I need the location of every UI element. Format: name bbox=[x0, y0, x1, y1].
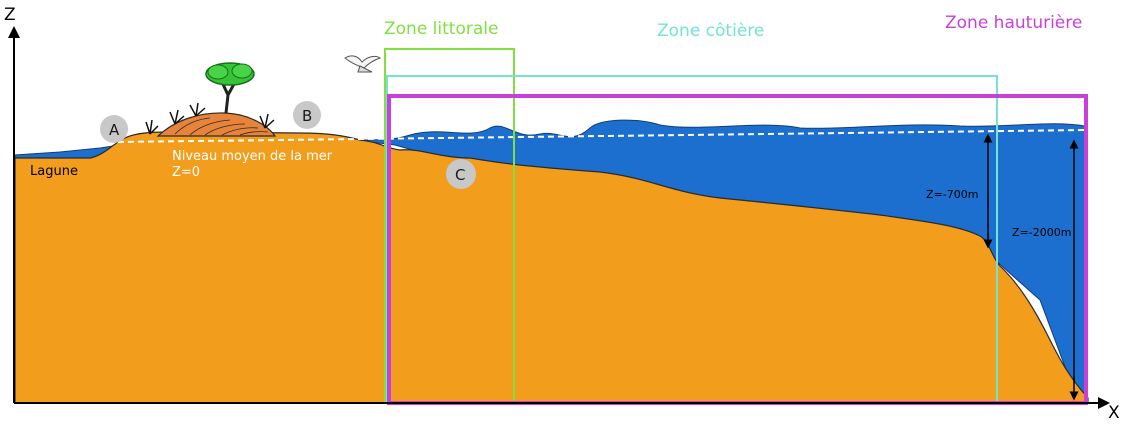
lagune-label: Lagune bbox=[30, 164, 78, 179]
sea-body bbox=[354, 119, 1088, 401]
marker-a-label: A bbox=[109, 121, 120, 139]
sea-level-line bbox=[117, 129, 1089, 143]
depth-2000-label: Z=-2000m bbox=[1012, 226, 1071, 239]
marker-b-label: B bbox=[302, 107, 312, 125]
land-profile bbox=[14, 131, 1089, 404]
dune-hatching bbox=[174, 117, 269, 136]
x-axis-label: X bbox=[1108, 403, 1120, 423]
depth-700-label: Z=-700m bbox=[926, 188, 978, 201]
grass-tuft-icon bbox=[145, 102, 275, 135]
sea-level-label: Niveau moyen de la mer bbox=[172, 149, 333, 164]
marker-b: B bbox=[293, 101, 321, 129]
zone-hauturiere-title: Zone hauturière bbox=[945, 13, 1082, 33]
marker-c: C bbox=[446, 159, 476, 189]
zone-cotiere-title: Zone côtière bbox=[657, 21, 764, 41]
marker-a: A bbox=[100, 115, 128, 143]
z-zero-label: Z=0 bbox=[172, 165, 200, 180]
z-axis-label: Z bbox=[4, 5, 16, 25]
zone-littorale-title: Zone littorale bbox=[384, 19, 498, 39]
marker-c-label: C bbox=[455, 166, 465, 184]
seagull-icon bbox=[344, 55, 382, 73]
tree-icon bbox=[205, 62, 255, 114]
